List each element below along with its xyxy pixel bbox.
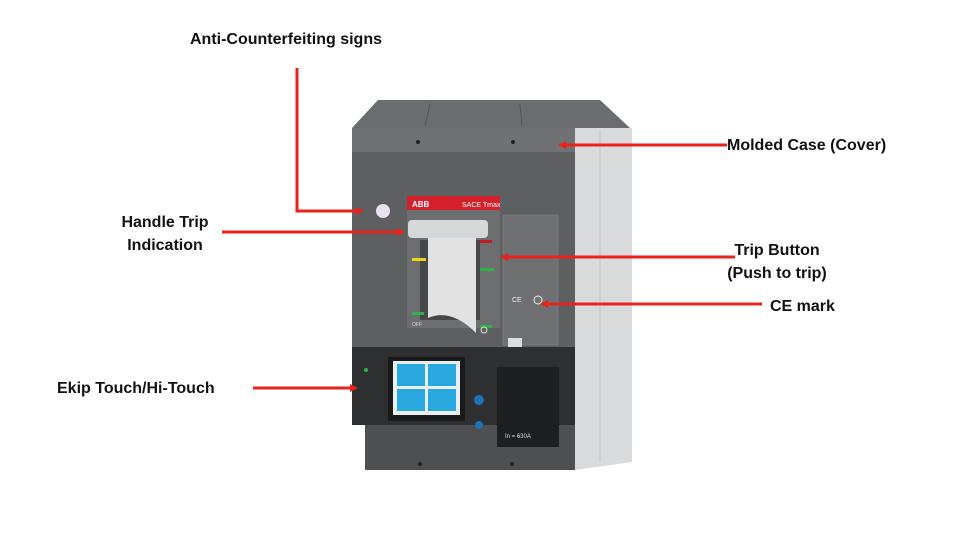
arrow-anti-counterfeiting — [295, 68, 364, 215]
breaker-side — [575, 128, 632, 470]
rating-plate — [502, 214, 559, 346]
model-label: SACE Tmax — [462, 202, 501, 209]
label-trip-button: Trip Button (Push to trip) — [712, 239, 842, 285]
anti-counterfeiting-sign — [376, 204, 390, 218]
label-handle-trip-line2: Indication — [127, 237, 203, 254]
label-handle-trip-line1: Handle Trip — [121, 214, 209, 231]
trip-handle — [408, 220, 488, 238]
label-trip-button-line1: Trip Button — [734, 242, 820, 259]
abb-logo: ABB — [412, 200, 430, 209]
rating-text: In = 630A — [505, 434, 531, 440]
label-ekip-touch: Ekip Touch/Hi-Touch — [57, 380, 215, 397]
label-anti-counterfeiting: Anti-Counterfeiting signs — [190, 31, 382, 48]
label-trip-button-line2: (Push to trip) — [727, 265, 827, 282]
label-ce-mark: CE mark — [770, 298, 835, 315]
off-label: OFF — [412, 322, 422, 328]
rating-panel — [497, 367, 559, 447]
label-molded-case: Molded Case (Cover) — [727, 137, 887, 154]
breaker-top — [352, 100, 630, 128]
label-handle-trip: Handle Trip Indication — [100, 211, 230, 257]
ce-mark: CE — [512, 297, 522, 304]
trip-button — [480, 240, 492, 243]
